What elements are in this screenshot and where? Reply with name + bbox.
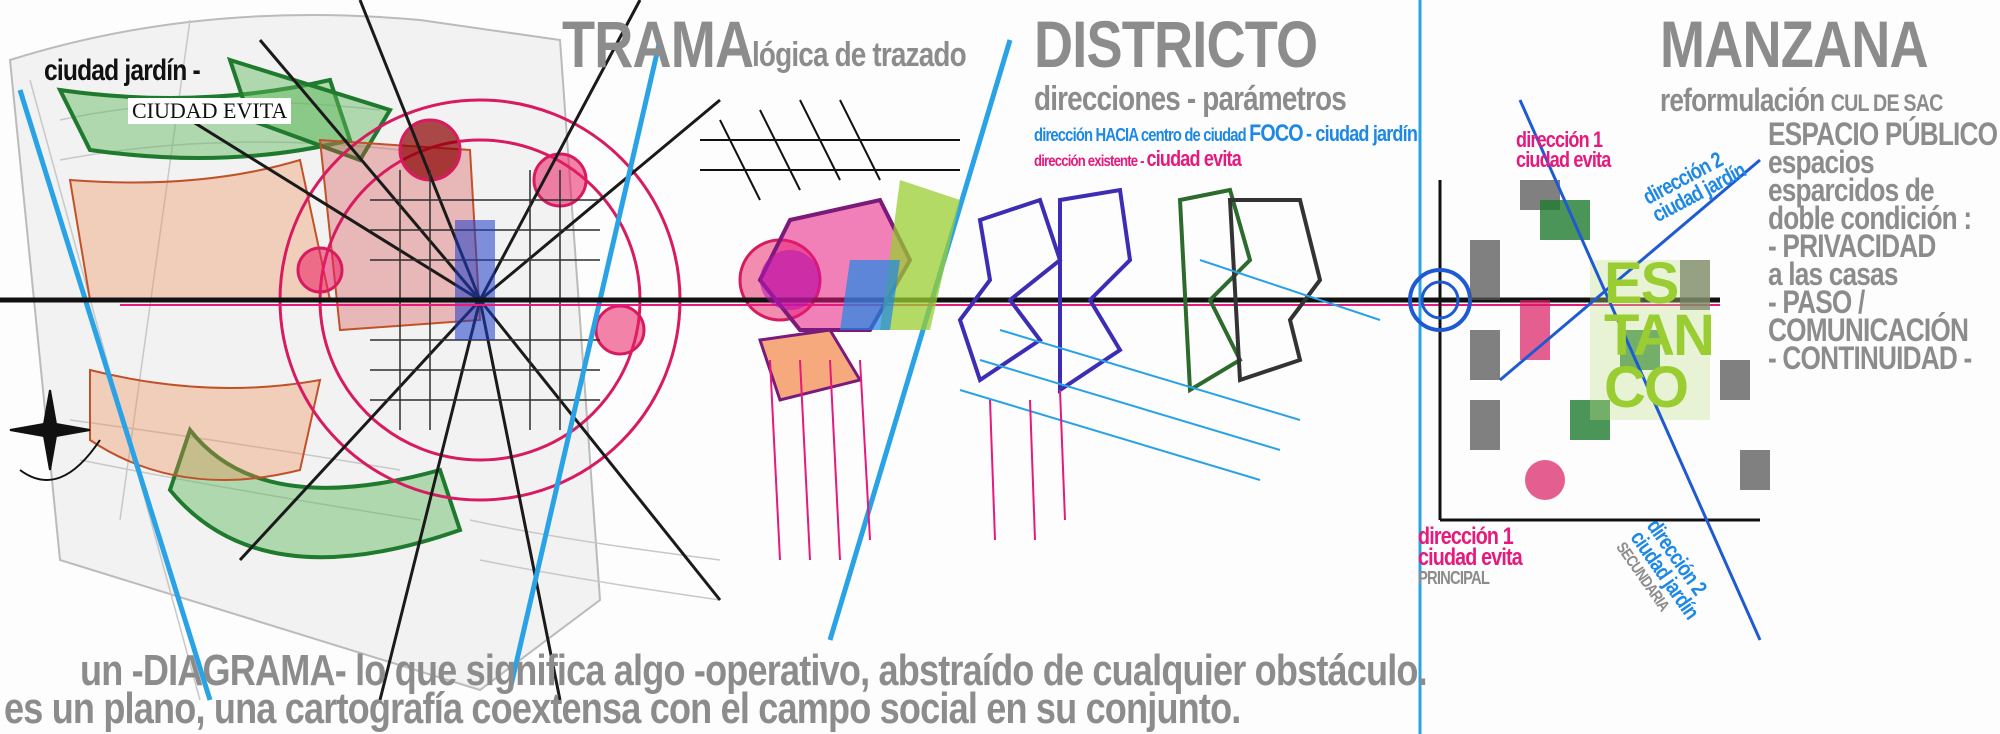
quote-line-2: es un plano, una cartografía coextensa c…: [4, 684, 1241, 733]
districto-title: DISTRICTO: [1034, 7, 1318, 81]
quote-line-1: un -DIAGRAMA- lo que significa algo -ope…: [80, 646, 1428, 695]
blue-diagonals: [17, 39, 1013, 701]
espacio-line-1: ESPACIO PÚBLICO: [1768, 116, 1998, 152]
districto-line-2: dirección existente - ciudad evita: [1034, 146, 1242, 172]
trama-shapes: [700, 99, 960, 561]
espacio-line-6: a las casas: [1768, 256, 1898, 292]
districto-line-1: dirección HACIA centro de ciudad FOCO - …: [1034, 120, 1418, 148]
map-label-ciudad-jardin: ciudad jardín -: [44, 54, 201, 87]
direccion-1-top-line2: ciudad evita: [1516, 147, 1611, 172]
trama-subtitle: lógica de trazado: [752, 36, 967, 74]
districto-subtitle: direcciones - parámetros: [1034, 80, 1347, 118]
direccion-1-top-line1: dirección 1: [1516, 127, 1603, 152]
espacio-line-8: COMUNICACIÓN: [1768, 312, 1969, 348]
direccion-1-top: dirección 1 ciudad evita: [1516, 127, 1611, 172]
map-label-ciudad-evita: CIUDAD EVITA: [128, 98, 292, 124]
direccion-1-bottom-line1: dirección 1: [1418, 523, 1514, 550]
espacio-line-7: - PASO /: [1768, 284, 1865, 320]
blue-axis-block: [455, 220, 495, 340]
estanco-es: ES: [1604, 251, 1679, 316]
trama-title: TRAMA: [562, 7, 754, 81]
districto-foco: FOCO: [1249, 120, 1303, 147]
districto-blocks: [957, 187, 1381, 541]
espacio-line-9: - CONTINUIDAD -: [1768, 340, 1972, 376]
espacio-line-2: espacios: [1768, 144, 1875, 180]
manzana-subtitle: reformulación CUL DE SAC: [1660, 82, 1943, 119]
estanco-label: ES TAN CO: [1604, 251, 1715, 420]
direccion-1-bottom: dirección 1 ciudad evita PRINCIPAL: [1418, 523, 1523, 589]
manzana-subtitle-main: reformulación: [1660, 82, 1825, 118]
compass-icon: [9, 389, 101, 481]
manzana-title: MANZANA: [1660, 7, 1929, 81]
districto-line-1-suffix: - ciudad jardín: [1306, 121, 1418, 146]
districto-line-2-prefix: dirección existente -: [1034, 153, 1144, 170]
estanco-co: CO: [1604, 355, 1689, 420]
manzana-cul-de-sac: CUL DE SAC: [1830, 90, 1944, 117]
base-map: [8, 14, 721, 701]
direccion-1-bottom-line2: ciudad evita: [1418, 544, 1523, 571]
manzana-plan: [1408, 0, 1770, 734]
espacio-line-4: doble condición :: [1768, 200, 1972, 236]
espacio-line-5: - PRIVACIDAD: [1768, 228, 1936, 264]
principal-label: PRINCIPAL: [1418, 568, 1490, 588]
espacio-line-3: esparcidos de: [1768, 172, 1935, 208]
districto-line-2-suffix: ciudad evita: [1146, 146, 1241, 171]
districto-line-1-prefix: dirección HACIA centro de ciudad: [1034, 125, 1247, 145]
espacio-publico-list: ESPACIO PÚBLICO espacios esparcidos de d…: [1768, 116, 1998, 376]
estanco-tan: TAN: [1604, 303, 1715, 368]
